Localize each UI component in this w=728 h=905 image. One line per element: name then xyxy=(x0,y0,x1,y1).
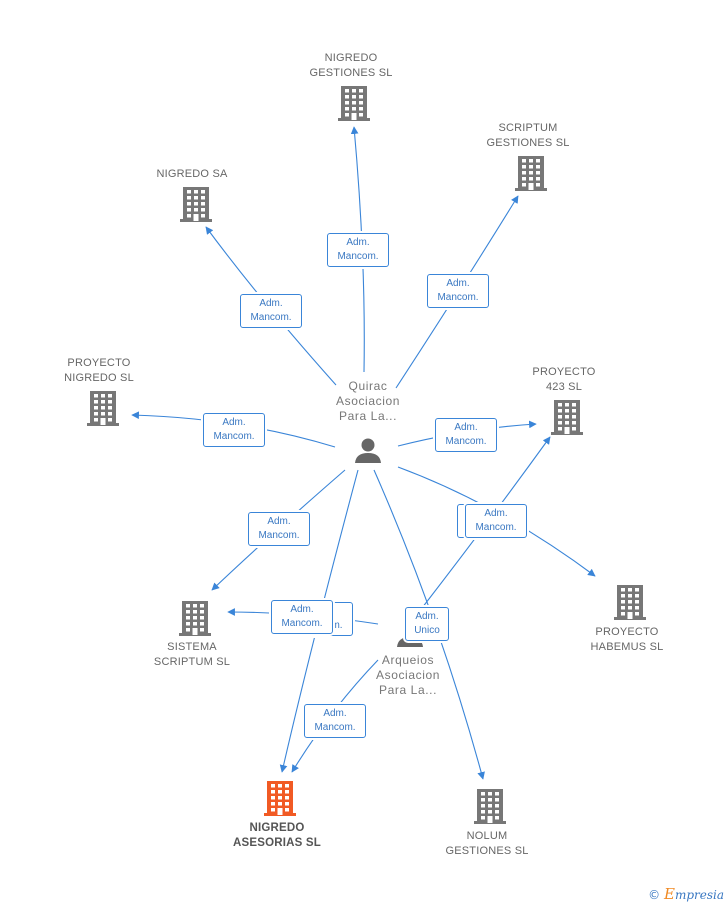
person-icon-quirac[interactable] xyxy=(355,438,381,464)
company-label-nigredo-asesorias[interactable]: NIGREDO ASESORIAS SL xyxy=(232,822,322,849)
building-icon-nigredo-gestiones[interactable] xyxy=(338,86,370,121)
company-label-proyecto-nigredo[interactable]: PROYECTO NIGREDO SL xyxy=(64,357,134,384)
edge-label-quirac-to-proyecto-423[interactable]: Adm. Mancom. xyxy=(435,418,497,452)
brand-name: mpresia xyxy=(674,888,724,902)
company-label-nigredo-sa[interactable]: NIGREDO SA xyxy=(156,168,228,180)
edge-label-quirac-to-nigredo-sa[interactable]: Adm. Mancom. xyxy=(240,294,302,328)
edge-label-arqueios-to-sistema-scriptum[interactable]: Adm. Mancom. xyxy=(271,600,333,634)
company-label-nolum-gestiones[interactable]: NOLUM GESTIONES SL xyxy=(445,830,529,857)
edge-label-quirac-to-proyecto-nigredo[interactable]: Adm. Mancom. xyxy=(203,413,265,447)
building-icon-sistema-scriptum[interactable] xyxy=(179,601,211,636)
edge-label-quirac-to-sistema-scriptum[interactable]: Adm. Mancom. xyxy=(248,512,310,546)
edge-label-quirac-to-scriptum-gestiones[interactable]: Adm. Mancom. xyxy=(427,274,489,308)
building-icon-proyecto-nigredo[interactable] xyxy=(87,391,119,426)
building-icon-nigredo-sa[interactable] xyxy=(180,187,212,222)
company-label-nigredo-gestiones[interactable]: NIGREDO GESTIONES SL xyxy=(309,52,393,79)
building-icon-nigredo-asesorias[interactable] xyxy=(264,781,296,816)
company-label-proyecto-habemus[interactable]: PROYECTO HABEMUS SL xyxy=(590,626,664,653)
building-icon-scriptum-gestiones[interactable] xyxy=(515,156,547,191)
company-label-sistema-scriptum[interactable]: SISTEMA SCRIPTUM SL xyxy=(153,641,231,668)
company-label-scriptum-gestiones[interactable]: SCRIPTUM GESTIONES SL xyxy=(486,122,570,149)
person-label-quirac[interactable]: Quirac Asociacion Para La... xyxy=(335,379,401,423)
copyright-icon: © xyxy=(648,888,661,902)
edge-label-arqueios-to-proyecto-423[interactable]: Adm. Mancom. xyxy=(465,504,527,538)
building-icon-proyecto-habemus[interactable] xyxy=(614,585,646,620)
building-icon-nolum-gestiones[interactable] xyxy=(474,789,506,824)
empresia-logo[interactable]: © Empresia xyxy=(648,885,724,903)
brand-initial: E xyxy=(663,885,675,903)
edge-label-arqueios-to-nigredo-asesorias[interactable]: Adm. Mancom. xyxy=(304,704,366,738)
company-label-proyecto-423[interactable]: PROYECTO 423 SL xyxy=(532,366,596,393)
edge-label-quirac-to-nigredo-gestiones[interactable]: Adm. Mancom. xyxy=(327,233,389,267)
person-label-arqueios[interactable]: Arqueios Asociacion Para La... xyxy=(375,653,441,697)
edge-label-quirac-to-nolum-gestiones[interactable]: Adm. Unico xyxy=(405,607,449,641)
building-icon-proyecto-423[interactable] xyxy=(551,400,583,435)
